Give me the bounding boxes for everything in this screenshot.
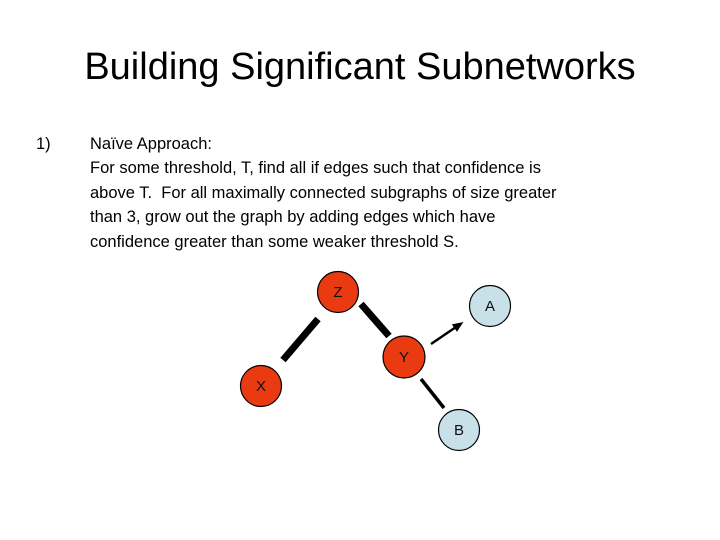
node-x-label: X xyxy=(256,378,266,395)
edge-y-b xyxy=(419,377,446,410)
body-text-line: confidence greater than some weaker thre… xyxy=(90,233,459,252)
node-a-circle xyxy=(468,284,512,328)
edge-x-z xyxy=(280,316,321,363)
list-item-body: For some threshold, T, find all if edges… xyxy=(90,156,680,255)
node-b-circle xyxy=(437,408,481,452)
node-a: A xyxy=(468,284,512,328)
body-text-line: above T. For all maximally connected sub… xyxy=(90,183,557,202)
node-y-label: Y xyxy=(399,349,409,366)
node-z: Z xyxy=(316,270,360,314)
node-a-label: A xyxy=(485,298,495,315)
body-text-line: For some threshold, T, find all if edges… xyxy=(90,159,541,177)
node-z-label: Z xyxy=(333,284,342,301)
node-x: X xyxy=(239,364,283,408)
node-b: B xyxy=(437,408,481,452)
slide-title: Building Significant Subnetworks xyxy=(84,46,636,88)
list-item-number: 1) xyxy=(36,135,51,153)
node-y: Y xyxy=(382,335,426,379)
node-z-circle xyxy=(316,270,360,314)
node-x-circle xyxy=(239,364,283,408)
body-text-line: than 3, grow out the graph by adding edg… xyxy=(90,208,496,227)
edge-z-y xyxy=(358,301,392,339)
node-b-label: B xyxy=(454,422,464,439)
list-item-heading: Naïve Approach: xyxy=(90,135,212,153)
node-y-circle xyxy=(382,335,426,379)
edge-y-a-arrow xyxy=(430,321,464,346)
